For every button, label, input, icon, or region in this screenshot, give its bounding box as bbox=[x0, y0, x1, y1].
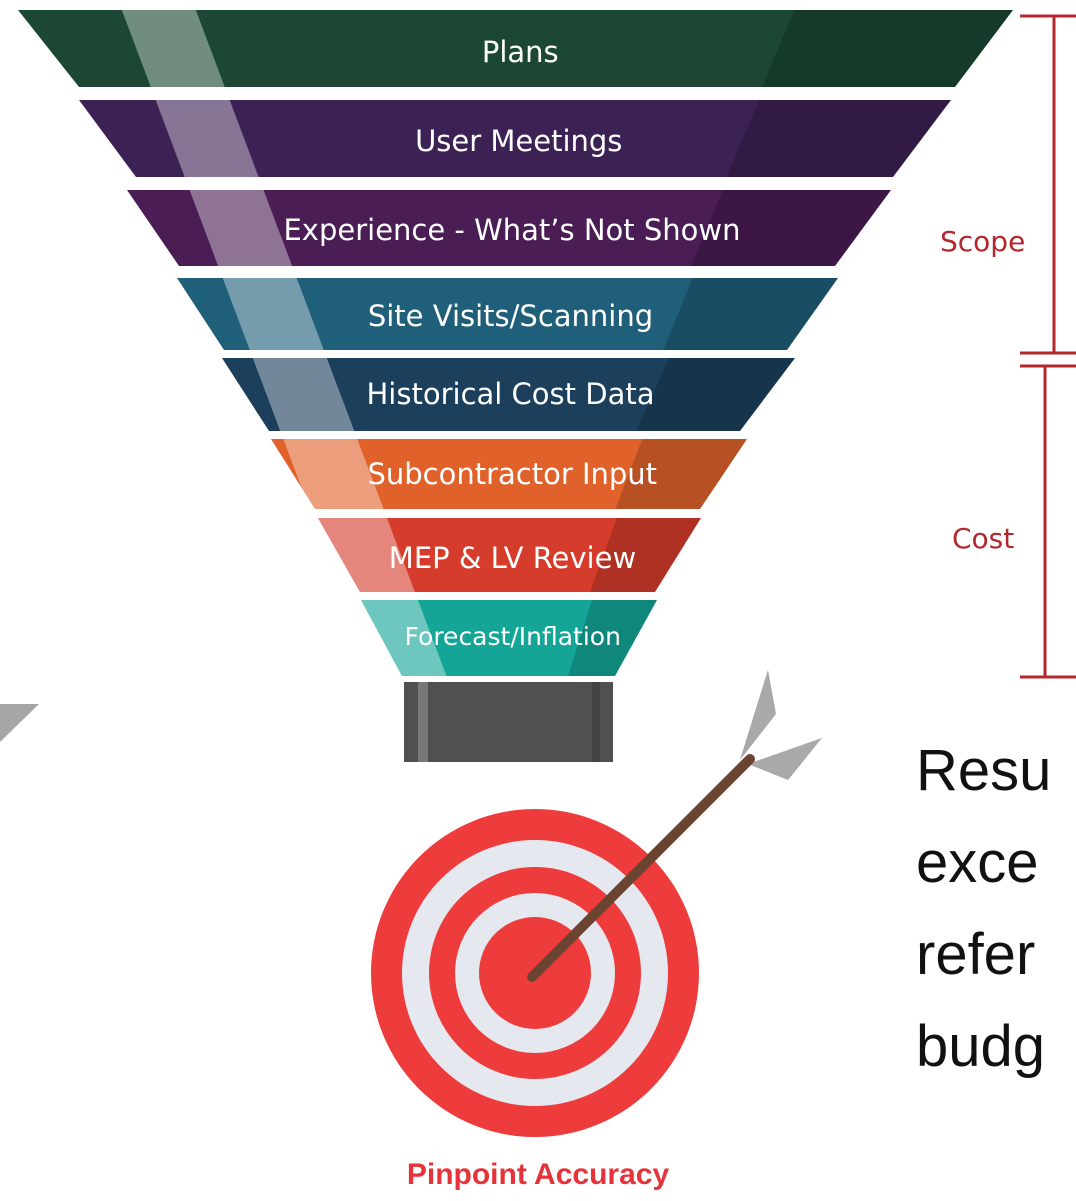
funnel-band-1 bbox=[18, 10, 1013, 87]
funnel-band-shade-3 bbox=[690, 190, 891, 266]
result-text-line-2: exce bbox=[916, 830, 1039, 895]
funnel-step-label-6: Subcontractor Input bbox=[367, 457, 657, 491]
funnel-band-2 bbox=[79, 100, 951, 177]
funnel-step-label-5: Historical Cost Data bbox=[367, 377, 655, 411]
arrow bbox=[527, 670, 822, 982]
funnel-band-shade-6 bbox=[615, 439, 747, 509]
scope-bracket bbox=[1020, 14, 1076, 355]
result-text-line-1: Resu bbox=[916, 738, 1052, 803]
funnel-band-shade-4 bbox=[663, 278, 838, 350]
funnel-band-5 bbox=[222, 358, 795, 431]
funnel-step-label-8: Forecast/Inflation bbox=[405, 622, 621, 651]
funnel-band-shade-5 bbox=[636, 358, 795, 431]
funnel-spout bbox=[404, 682, 613, 762]
funnel-band-shade-2 bbox=[726, 100, 951, 177]
result-text-line-4: budg bbox=[916, 1014, 1046, 1079]
funnel-band-4 bbox=[177, 278, 838, 350]
funnel-band-3 bbox=[127, 190, 891, 266]
funnel-step-label-2: User Meetings bbox=[415, 124, 622, 158]
result-text-line-3: refer bbox=[916, 922, 1036, 987]
scope-label: Scope bbox=[940, 225, 1025, 258]
funnel-band-shade-8 bbox=[568, 600, 657, 676]
cost-label: Cost bbox=[952, 522, 1014, 555]
funnel-step-label-4: Site Visits/Scanning bbox=[368, 299, 653, 333]
funnel-step-label-1: Plans bbox=[482, 35, 559, 69]
cost-bracket bbox=[1020, 364, 1076, 679]
target-caption: Pinpoint Accuracy bbox=[406, 1158, 670, 1191]
funnel-band-shade-1 bbox=[762, 10, 1013, 87]
left-arrow-fragment bbox=[0, 704, 39, 742]
funnel-band-6 bbox=[271, 439, 747, 509]
funnel bbox=[18, 10, 1013, 676]
funnel-band-shade-7 bbox=[590, 518, 701, 592]
funnel-step-label-3: Experience - What’s Not Shown bbox=[283, 213, 740, 247]
funnel-band-7 bbox=[318, 518, 701, 592]
funnel-band-8 bbox=[361, 600, 657, 676]
funnel-step-label-7: MEP & LV Review bbox=[389, 541, 636, 575]
